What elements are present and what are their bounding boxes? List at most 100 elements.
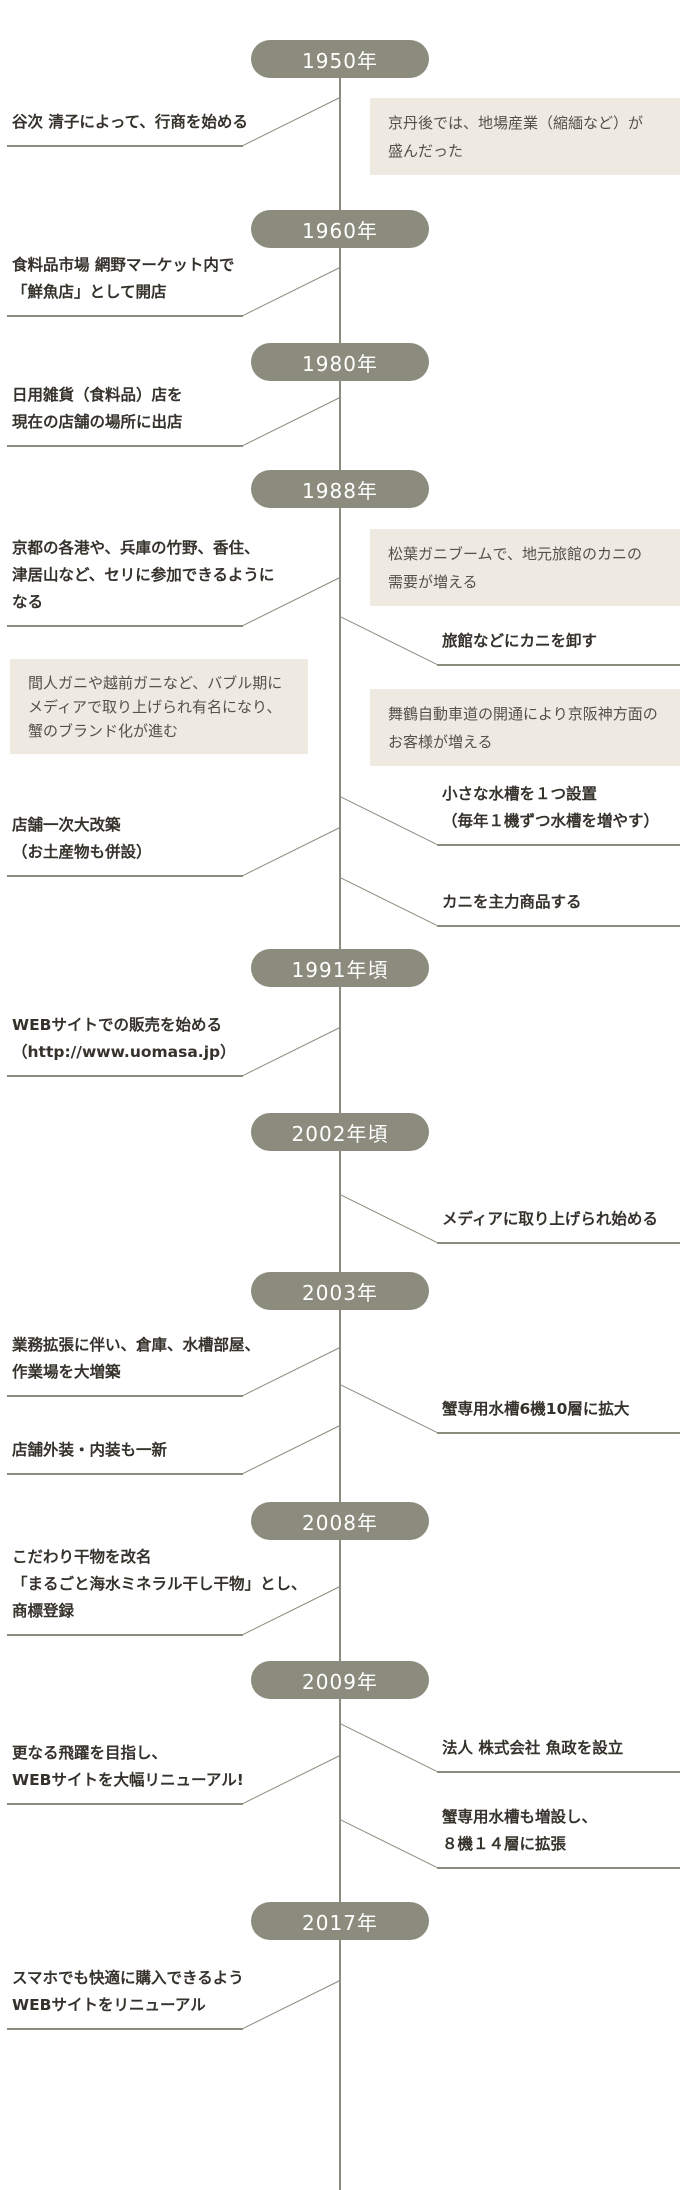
event-text-line: 旅館などにカニを卸す [442,632,598,650]
event-callout: メディアに取り上げられ始める [437,1206,680,1242]
event-text: 谷次 清子によって、行商を始める [7,109,248,145]
callout-underline [437,1432,680,1434]
event-text-line: 蟹のブランド化が進む [28,721,179,740]
event-text-line: 食料品市場 網野マーケット内で [12,256,235,274]
event-text-line: 間人ガニや越前ガニなど、バブル期に [28,673,283,692]
event-text-line: メディアに取り上げられ始める [442,1210,658,1228]
milestone-pill-2009: 2009年 [251,1661,429,1699]
milestone-label: 2002年頃 [291,1121,389,1146]
event-text-line: 需要が増える [388,572,478,591]
event-callout: 蟹専用水槽も増設し、 ８機１４層に拡張 [437,1804,680,1867]
callout-underline [437,844,680,846]
event-text-line: WEBサイトでの販売を始める [12,1016,223,1034]
callout-connector [242,1425,341,1475]
event-callout: 日用雑貨（食料品）店を現在の店舗の場所に出店 [7,382,243,445]
callout-connector [242,577,341,627]
callout-underline [437,1242,680,1244]
event-text-line: 更なる飛躍を目指し、 [12,1744,168,1762]
event-callout: 更なる飛躍を目指し、 WEBサイトを大幅リニューアル! [7,1740,244,1803]
event-callout: 蟹専用水槽6機10層に拡大 [437,1396,680,1432]
milestone-pill-2002: 2002年頃 [251,1113,429,1151]
event-text-line: 法人 株式会社 魚政を設立 [442,1739,624,1757]
event-callout: 京都の各港や、兵庫の竹野、香住、津居山など、セリに参加できるようになる [7,535,275,625]
event-callout: 店舗一次大改築（お土産物も併設） [7,812,243,875]
callout-connector [339,1723,438,1773]
callout-connector [242,1980,341,2030]
event-text-line: （毎年１機ずつ水槽を増やす） [442,812,660,830]
event-callout: WEBサイトでの販売を始める （http://www.uomasa.jp） [7,1012,243,1075]
event-text: 蟹専用水槽も増設し、 ８機１４層に拡張 [437,1804,680,1867]
event-text-line: 現在の店舗の場所に出店 [12,413,183,431]
event-callout: 小さな水槽を１つ設置（毎年１機ずつ水槽を増やす） [437,781,680,844]
event-text: 法人 株式会社 魚政を設立 [437,1735,680,1771]
event-text-line: 蟹専用水槽6機10層に拡大 [442,1400,630,1418]
milestone-pill-1988: 1988年 [251,470,429,508]
event-text-line: カニを主力商品する [442,893,582,911]
event-text: 店舗一次大改築（お土産物も併設） [7,812,243,875]
callout-underline [7,1473,243,1475]
milestone-pill-1950: 1950年 [251,40,429,78]
event-text-line: 業務拡張に伴い、倉庫、水槽部屋、 [12,1336,261,1354]
milestone-pill-2008: 2008年 [251,1502,429,1540]
callout-underline [7,1075,243,1077]
event-text-line: 日用雑貨（食料品）店を [12,386,183,404]
event-text-line: 店舗外装・内装も一新 [12,1441,168,1459]
event-text: 食料品市場 網野マーケット内で「鮮魚店」として開店 [7,252,243,315]
event-text-line: 「鮮魚店」として開店 [12,283,167,301]
callout-underline [437,1867,680,1869]
callout-connector [242,97,341,147]
callout-underline [7,1634,243,1636]
callout-connector [339,616,438,666]
event-callout: 法人 株式会社 魚政を設立 [437,1735,680,1771]
event-text-line: 京丹後では、地場産業（縮緬など）が [388,113,644,132]
event-text-line: 谷次 清子によって、行商を始める [12,113,248,131]
event-text-line: WEBサイトを大幅リニューアル! [12,1771,244,1789]
event-callout: 旅館などにカニを卸す [437,628,680,664]
milestone-label: 1980年 [302,351,378,376]
event-text-line: 商標登録 [12,1602,75,1620]
event-text: こだわり干物を改名「まるごと海水ミネラル干し干物」とし、商標登録 [7,1544,307,1634]
callout-connector [242,1586,341,1636]
callout-connector [242,397,341,447]
callout-underline [437,1771,680,1773]
callout-underline [7,1803,243,1805]
event-callout: カニを主力商品する [437,889,680,925]
event-text-line: 舞鶴自動車道の開通により京阪神方面の [388,704,658,723]
event-text: 小さな水槽を１つ設置（毎年１機ずつ水槽を増やす） [437,781,680,844]
milestone-label: 1988年 [302,478,378,503]
milestone-label: 1991年頃 [291,957,389,982]
event-callout: 業務拡張に伴い、倉庫、水槽部屋、作業場を大増築 [7,1332,261,1395]
event-text: 更なる飛躍を目指し、 WEBサイトを大幅リニューアル! [7,1740,244,1803]
event-note: 京丹後では、地場産業（縮緬など）が盛んだった [370,98,680,175]
event-text-line: 蟹専用水槽も増設し、 [442,1808,598,1826]
milestone-label: 2017年 [302,1910,378,1935]
event-callout: 店舗外装・内装も一新 [7,1437,243,1473]
milestone-pill-1980: 1980年 [251,343,429,381]
event-callout: こだわり干物を改名「まるごと海水ミネラル干し干物」とし、商標登録 [7,1544,307,1634]
milestone-label: 1950年 [302,48,378,73]
callout-connector [242,1347,341,1397]
event-text-line: 作業場を大増築 [12,1363,121,1381]
event-text-line: 「まるごと海水ミネラル干し干物」とし、 [12,1575,307,1593]
milestone-label: 1960年 [302,218,378,243]
callout-underline [437,925,680,927]
callout-connector [242,1027,341,1077]
callout-connector [339,1819,438,1869]
callout-underline [7,625,243,627]
callout-underline [437,664,680,666]
milestone-pill-1991: 1991年頃 [251,949,429,987]
callout-connector [339,1194,438,1244]
milestone-label: 2008年 [302,1510,378,1535]
callout-connector [242,1755,341,1805]
event-text-line: ８機１４層に拡張 [442,1835,567,1853]
callout-connector [339,796,438,846]
event-text-line: （http://www.uomasa.jp） [12,1043,236,1061]
event-text: 業務拡張に伴い、倉庫、水槽部屋、作業場を大増築 [7,1332,261,1395]
callout-underline [7,875,243,877]
event-text: 京都の各港や、兵庫の竹野、香住、津居山など、セリに参加できるようになる [7,535,275,625]
milestone-label: 2009年 [302,1669,378,1694]
event-text-line: 津居山など、セリに参加できるように [12,566,275,584]
event-text-line: WEBサイトをリニューアル [12,1996,206,2014]
